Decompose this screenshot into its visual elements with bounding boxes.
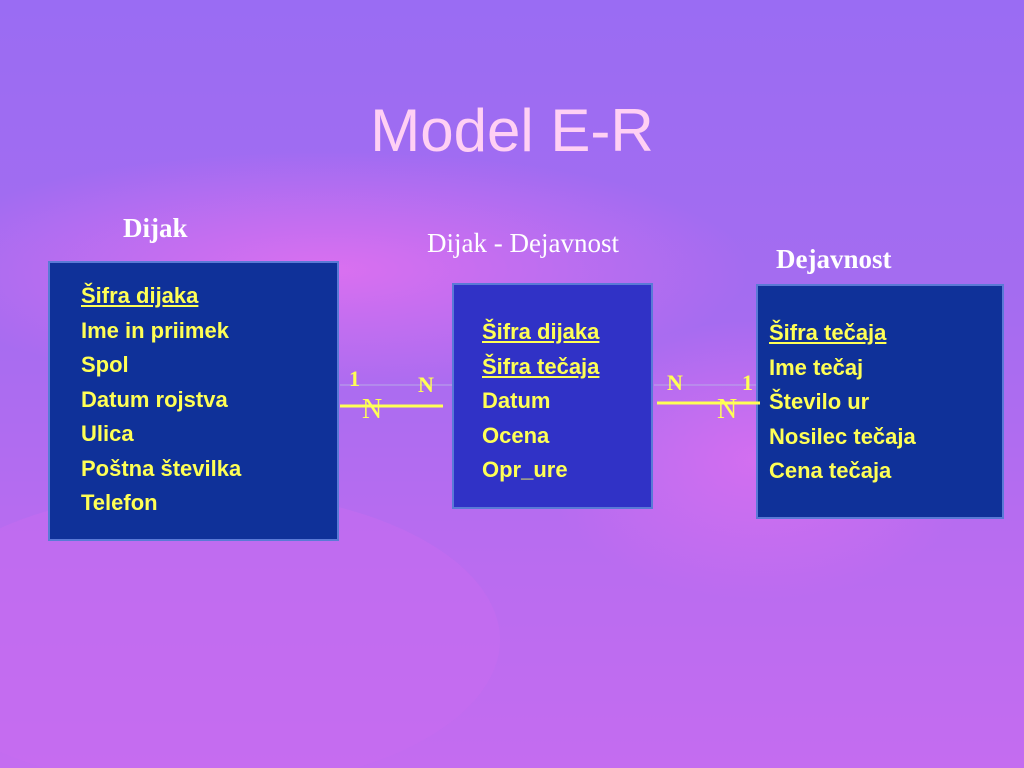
attribute-item: Datum: [482, 388, 551, 413]
attribute-item: Telefon: [81, 490, 158, 515]
attribute-item: Cena tečaja: [769, 458, 892, 483]
attribute-item: Ocena: [482, 422, 550, 448]
attribute-item: Ime tečaj: [769, 354, 864, 380]
attribute-item: Poštna številka: [81, 455, 242, 481]
cardinality-left-many-small: N: [418, 372, 434, 397]
cardinality-left-many-big: N: [362, 394, 383, 425]
attribute-item: Šifra dijaka: [482, 319, 600, 344]
entity-label-dejavnost: Dejavnost: [776, 244, 892, 274]
cardinality-right-one: 1: [742, 370, 753, 395]
attribute-item: Datum rojstva: [81, 386, 228, 412]
relationship-box: Šifra dijaka Šifra tečaja Datum Ocena Op…: [452, 283, 653, 509]
page-title: Model E-R: [370, 97, 654, 164]
attribute-item: Šifra dijaka: [81, 283, 199, 308]
attribute-item: Ime in priimek: [81, 317, 229, 343]
attribute-item: Število ur: [769, 389, 870, 414]
entity-box-dijak: Šifra dijaka Ime in priimek Spol Datum r…: [48, 261, 339, 541]
entity-box-dejavnost: Šifra tečaja Ime tečaj Število ur Nosile…: [756, 284, 1004, 519]
attribute-item: Opr_ure: [482, 457, 568, 482]
cardinality-left-one: 1: [349, 366, 360, 391]
cardinality-right-many-big: N: [717, 394, 738, 425]
attribute-item: Nosilec tečaja: [769, 423, 916, 449]
entity-label-dijak: Dijak: [123, 213, 188, 243]
cardinality-right-many-small: N: [667, 370, 683, 395]
attribute-item: Ulica: [81, 421, 134, 446]
attribute-item: Šifra tečaja: [769, 320, 887, 345]
attribute-item: Šifra tečaja: [482, 353, 600, 379]
attribute-item: Spol: [81, 352, 129, 377]
relationship-label: Dijak - Dejavnost: [427, 228, 619, 258]
